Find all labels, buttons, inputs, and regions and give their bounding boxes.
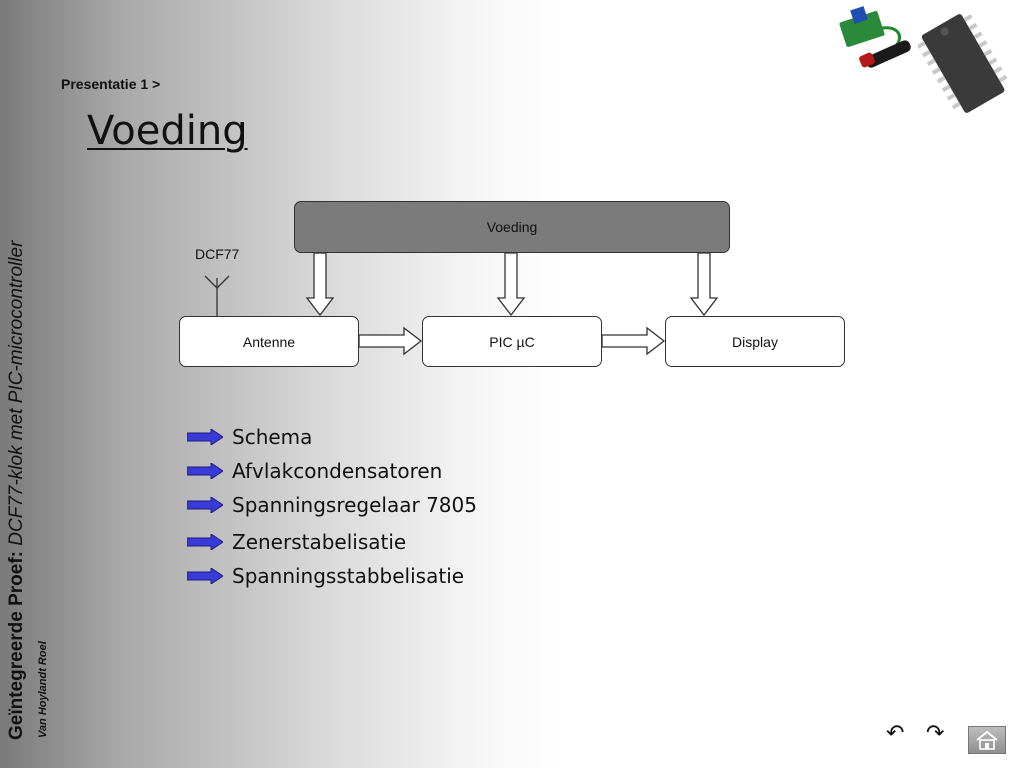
arrow-right-icon	[187, 463, 223, 479]
back-button[interactable]: ↶	[886, 722, 904, 744]
pic-block: PIC µC	[422, 316, 602, 367]
bullet-label[interactable]: Zenerstabelisatie	[232, 530, 407, 554]
breadcrumb[interactable]: Presentatie 1 >	[61, 76, 161, 92]
signal-arrow-antenne-pic	[358, 326, 423, 356]
antenna-block: Antenne	[179, 316, 359, 367]
bullet-link-schema[interactable]: Schema	[187, 425, 312, 449]
pic-block-label: PIC µC	[489, 333, 535, 350]
power-arrow-pic	[496, 252, 526, 317]
undo-arrow-icon: ↶	[886, 720, 905, 745]
antenna-icon	[204, 275, 230, 316]
arrow-right-icon	[187, 497, 223, 513]
bullet-link-spanningsregelaar[interactable]: Spanningsregelaar 7805	[187, 493, 477, 517]
home-button[interactable]	[968, 726, 1006, 754]
pic-chip-image	[918, 14, 1008, 113]
home-icon	[976, 730, 998, 750]
signal-arrow-pic-display	[601, 326, 666, 356]
dcf77-module-image	[839, 6, 911, 68]
display-block-label: Display	[732, 333, 778, 350]
antenna-label: DCF77	[195, 246, 240, 262]
display-block: Display	[665, 316, 845, 367]
bullet-label[interactable]: Spanningsregelaar 7805	[232, 493, 477, 517]
bullet-label[interactable]: Afvlakcondensatoren	[232, 459, 443, 483]
arrow-right-icon	[187, 429, 223, 445]
arrow-right-icon	[187, 534, 223, 550]
power-arrow-antenne	[305, 252, 335, 317]
bullet-label[interactable]: Spanningsstabbelisatie	[232, 564, 465, 588]
bullet-link-spanningsstabbelisatie[interactable]: Spanningsstabbelisatie	[187, 564, 464, 588]
page-title: Voeding	[87, 108, 248, 154]
power-supply-block: Voeding	[294, 201, 730, 253]
forward-button[interactable]: ↷	[926, 722, 944, 744]
power-arrow-display	[689, 252, 719, 317]
arrow-right-icon	[187, 568, 223, 584]
redo-arrow-icon: ↷	[926, 720, 945, 745]
bullet-link-afvlakcondensatoren[interactable]: Afvlakcondensatoren	[187, 459, 442, 483]
bullet-label[interactable]: Schema	[232, 425, 313, 449]
antenna-block-label: Antenne	[242, 333, 296, 350]
power-supply-label: Voeding	[486, 219, 538, 235]
bullet-link-zenerstabelisatie[interactable]: Zenerstabelisatie	[187, 530, 406, 554]
